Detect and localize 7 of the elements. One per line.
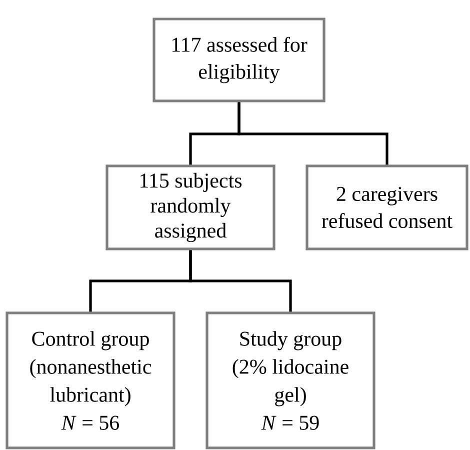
flow-box: Control group (nonanesthetic lubricant) N = 56 <box>6 312 176 450</box>
flow-box: 2 caregivers refused consent <box>306 164 468 250</box>
flow-box: 115 subjects randomly assigned <box>106 164 276 250</box>
connector-line <box>238 102 388 165</box>
flow-box: 117 assessed for eligibility <box>152 18 326 102</box>
connector-line <box>189 250 292 312</box>
flow-box: Study group (2% lidocaine gel) N = 59 <box>206 312 376 450</box>
